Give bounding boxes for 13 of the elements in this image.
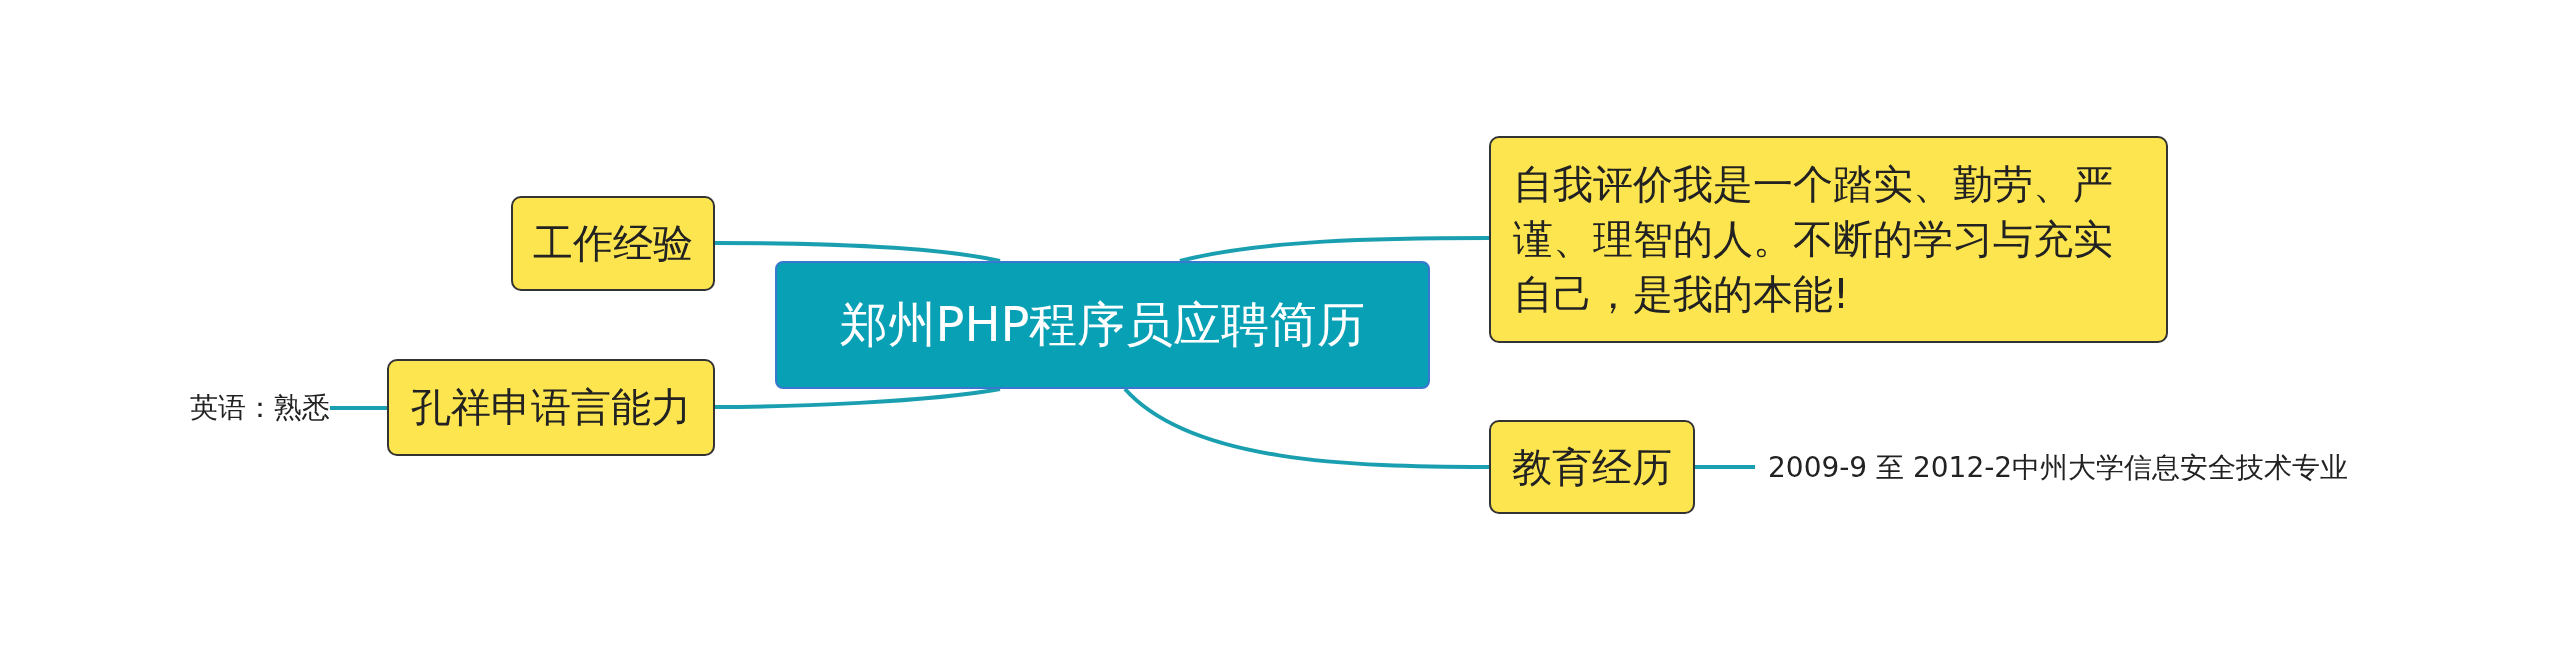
topic-box: 自我评价我是一个踏实、勤劳、严谨、理智的人。不断的学习与充实自己，是我的本能!	[1489, 136, 2168, 343]
connector-line	[1179, 236, 1489, 263]
connector-line	[715, 387, 1001, 409]
topic-box: 教育经历	[1489, 420, 1695, 514]
topic-box: 工作经验	[511, 196, 715, 291]
note-text: 英语：熟悉	[140, 385, 330, 431]
connector-line	[1123, 387, 1489, 469]
connector-line	[330, 406, 387, 410]
central-topic-box: 郑州PHP程序员应聘简历	[775, 261, 1430, 389]
connector-line	[715, 241, 1001, 263]
topic-box: 孔祥申语言能力	[387, 359, 715, 456]
note-text: 2009-9 至 2012-2中州大学信息安全技术专业	[1768, 426, 2408, 510]
connector-line	[1695, 465, 1755, 469]
